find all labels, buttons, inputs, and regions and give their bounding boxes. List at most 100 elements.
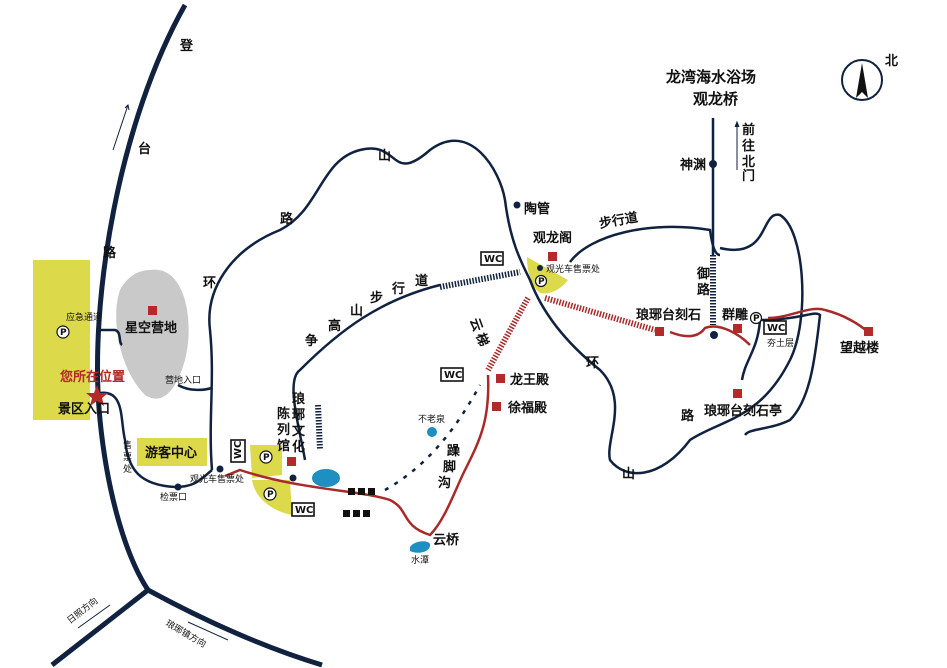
wangyue-label[interactable]: 望越楼 xyxy=(840,340,879,356)
svg-text:北: 北 xyxy=(742,155,755,170)
road-to-langya[interactable] xyxy=(146,587,323,668)
svg-text:门: 门 xyxy=(742,168,755,184)
svg-text:列: 列 xyxy=(277,422,290,438)
entrance-label[interactable]: 景区入口 xyxy=(58,402,110,417)
wc-icon[interactable]: WC xyxy=(230,439,246,463)
svg-text:琅: 琅 xyxy=(292,391,306,407)
bridge-zhenggao[interactable] xyxy=(315,404,323,451)
to-rizhao-label: 日照方向 xyxy=(64,595,100,627)
visitor-center-label[interactable]: 游客中心 xyxy=(145,445,197,461)
bus-blocks xyxy=(343,488,375,517)
xufu-label[interactable]: 徐福殿 xyxy=(507,400,548,416)
langya-stone-label[interactable]: 琅琊台刻石 xyxy=(636,307,701,323)
wc-icon[interactable]: WC xyxy=(480,251,504,266)
emergency-road[interactable] xyxy=(96,328,123,346)
svg-text:售: 售 xyxy=(123,439,132,451)
you-are-here-star xyxy=(86,385,108,406)
guanlongge-label[interactable]: 观龙阁 xyxy=(533,230,572,246)
north-label: 北 xyxy=(885,54,898,69)
svg-text:前: 前 xyxy=(742,122,755,138)
svg-text:沟: 沟 xyxy=(438,475,451,491)
parking-icon: P xyxy=(56,325,70,339)
yunti-stairs[interactable] xyxy=(485,296,531,372)
svg-text:梯: 梯 xyxy=(472,331,491,349)
arrow-north-icon xyxy=(734,120,740,170)
svg-text:争: 争 xyxy=(305,333,318,349)
buxing-trail-label: 步行道 xyxy=(598,209,639,232)
svg-text:文: 文 xyxy=(292,423,306,439)
svg-text:行: 行 xyxy=(391,281,405,297)
longwang-label[interactable]: 龙王殿 xyxy=(510,372,550,388)
check-label: 检票口 xyxy=(160,491,187,503)
entrance-road[interactable] xyxy=(99,391,213,489)
compass-icon: 北 xyxy=(841,54,898,101)
dengtai-road-label: 登 台 路 xyxy=(103,38,194,261)
parking-icon: P xyxy=(259,450,273,464)
zhenggao-trail[interactable] xyxy=(292,283,441,461)
road-to-rizhao[interactable] xyxy=(50,588,150,667)
longwan-beach-label: 龙湾海水浴场 xyxy=(665,68,756,86)
parking-icon: P xyxy=(749,311,763,325)
svg-text:馆: 馆 xyxy=(277,438,290,454)
svg-text:山: 山 xyxy=(622,466,635,482)
svg-text:琊: 琊 xyxy=(292,408,305,423)
to-langya-label: 琅琊镇方向 xyxy=(164,617,209,650)
svg-text:台: 台 xyxy=(138,141,151,157)
huanshan-road[interactable] xyxy=(208,139,804,475)
svg-text:处: 处 xyxy=(123,463,132,475)
stone-stairs[interactable] xyxy=(544,295,656,333)
ticket-office-label: 售票处 xyxy=(123,439,132,475)
you-are-here-label: 您所在位置 xyxy=(60,369,125,385)
dotted-trail[interactable] xyxy=(384,384,482,492)
camp-area[interactable] xyxy=(116,269,189,399)
buxing-trail[interactable] xyxy=(568,225,721,263)
wc-icon[interactable]: WC xyxy=(440,367,464,382)
arrow-rizhao-icon xyxy=(77,604,111,629)
east-loop[interactable] xyxy=(740,312,822,436)
svg-text:化: 化 xyxy=(292,439,305,455)
shenyuan-label[interactable]: 神渊 xyxy=(680,157,706,173)
svg-text:山: 山 xyxy=(378,148,391,164)
yunqiao-label[interactable]: 云桥 xyxy=(433,532,460,548)
svg-text:道: 道 xyxy=(415,273,428,289)
svg-text:WC: WC xyxy=(767,323,785,334)
svg-text:路: 路 xyxy=(103,245,117,261)
qundiao-label[interactable]: 群雕 xyxy=(722,307,748,323)
svg-text:山: 山 xyxy=(350,303,363,319)
camp-entrance-road[interactable] xyxy=(177,383,213,392)
culture-hall-label[interactable]: 琅琊 文化 陈列 馆 xyxy=(277,391,306,455)
svg-text:P: P xyxy=(267,490,274,500)
red-trail-east[interactable] xyxy=(669,307,869,346)
svg-text:脚: 脚 xyxy=(443,459,456,475)
svg-text:路: 路 xyxy=(681,408,695,424)
red-trail-main[interactable] xyxy=(224,374,490,537)
bus-ticket-label-2: 观光车售票处 xyxy=(190,473,244,485)
svg-text:云: 云 xyxy=(466,316,485,333)
svg-text:高: 高 xyxy=(328,318,341,334)
wc-icon[interactable]: WC xyxy=(763,320,787,335)
taoguan-label[interactable]: 陶管 xyxy=(524,201,550,217)
svg-text:WC: WC xyxy=(233,441,244,459)
svg-text:登: 登 xyxy=(179,38,194,54)
svg-text:WC: WC xyxy=(295,505,313,516)
bridge-west[interactable] xyxy=(439,269,521,290)
visitor-center-zone[interactable] xyxy=(137,438,207,466)
hangtu-label: 夯土层 xyxy=(767,337,794,349)
dengtai-road[interactable] xyxy=(95,3,188,592)
parking-zone[interactable] xyxy=(33,260,90,420)
shuitan-pool xyxy=(410,541,431,553)
wc-icon[interactable]: WC xyxy=(291,502,315,517)
parking-icon: P xyxy=(534,274,548,288)
guanlongqiao-label: 观龙桥 xyxy=(693,90,739,108)
bulaoquan-spring xyxy=(427,427,437,437)
svg-text:P: P xyxy=(538,277,545,287)
huanshan-road-label: 路 山 环 环 路 山 xyxy=(203,148,695,482)
svg-text:路: 路 xyxy=(697,282,711,298)
stone-pavilion-label[interactable]: 琅琊台刻石亭 xyxy=(704,403,782,419)
zhenggao-trail-label: 争 高 山 步 行 道 xyxy=(305,273,428,349)
camp-entrance-label: 营地入口 xyxy=(165,374,201,386)
arrow-langya-icon xyxy=(187,621,229,641)
camp-label[interactable]: 星空营地 xyxy=(125,320,177,336)
parking-icon: P xyxy=(263,487,277,501)
